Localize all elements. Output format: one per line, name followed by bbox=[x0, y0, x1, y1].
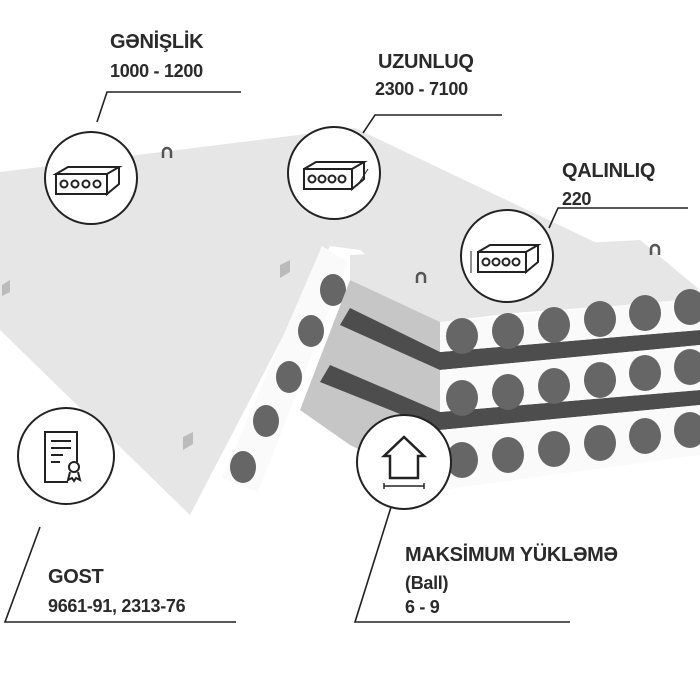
load-unit: (Ball) bbox=[405, 573, 449, 593]
slab-width-icon bbox=[44, 131, 138, 225]
stack-holes bbox=[446, 289, 700, 478]
length-title: UZUNLUQ bbox=[378, 51, 474, 73]
slab-marks bbox=[2, 260, 290, 450]
lifting-loops bbox=[161, 146, 661, 283]
load-title: MAKSİMUM YÜKLƏMƏ bbox=[405, 544, 618, 566]
certificate-icon bbox=[17, 407, 115, 505]
slab-gap-1 bbox=[340, 308, 700, 370]
thickness-title: QALINLIQ bbox=[562, 160, 656, 182]
leader-lines bbox=[3, 91, 688, 623]
standard-title: GOST bbox=[48, 566, 104, 588]
length-value: 2300 - 7100 bbox=[375, 79, 468, 99]
load-value: 6 - 9 bbox=[405, 597, 440, 617]
slab-gap-2 bbox=[320, 365, 700, 430]
thickness-value: 220 bbox=[562, 189, 592, 209]
width-title: GƏNİŞLİK bbox=[110, 31, 204, 53]
house-load-icon bbox=[356, 414, 452, 510]
standard-value: 9661-91, 2313-76 bbox=[48, 596, 186, 616]
width-value: 1000 - 1200 bbox=[110, 61, 203, 81]
left-slab-holes bbox=[230, 274, 346, 483]
slab-thickness-icon bbox=[460, 209, 554, 303]
slab-length-icon bbox=[287, 126, 381, 220]
